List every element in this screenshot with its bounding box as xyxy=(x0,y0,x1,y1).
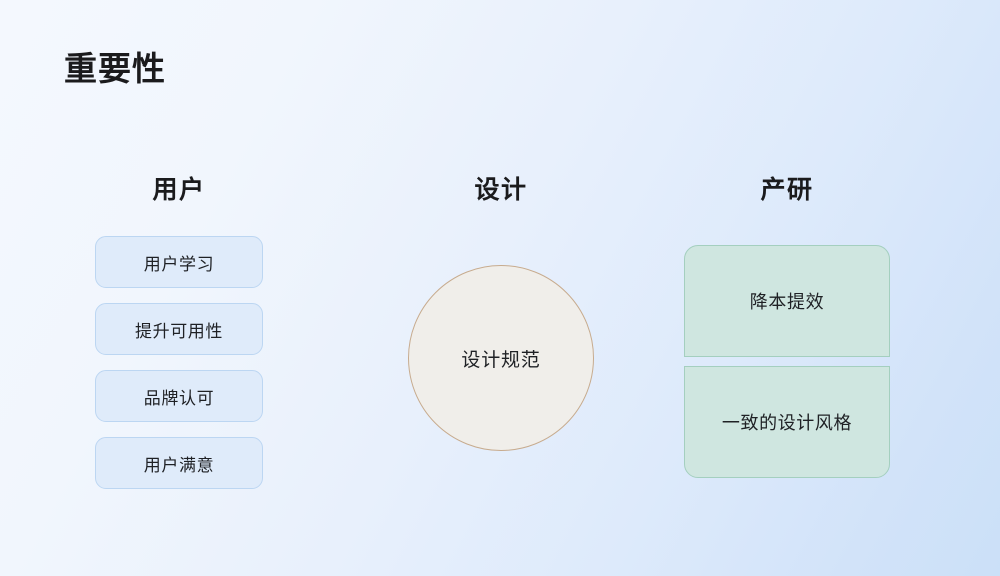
column-heading-design: 设计 xyxy=(474,176,528,204)
rd-card-cost-efficiency[interactable]: 降本提效 xyxy=(684,245,890,357)
column-heading-rd: 产研 xyxy=(760,176,814,204)
page-title: 重要性 xyxy=(64,50,166,87)
user-card-satisfaction[interactable]: 用户满意 xyxy=(95,437,263,489)
design-system-circle[interactable]: 设计规范 xyxy=(408,265,594,451)
rd-card-consistent-style[interactable]: 一致的设计风格 xyxy=(684,366,890,478)
user-card-brand-recognition[interactable]: 品牌认可 xyxy=(95,370,263,422)
column-heading-users: 用户 xyxy=(152,176,206,204)
user-card-usability[interactable]: 提升可用性 xyxy=(95,303,263,355)
user-card-learning[interactable]: 用户学习 xyxy=(95,236,263,288)
